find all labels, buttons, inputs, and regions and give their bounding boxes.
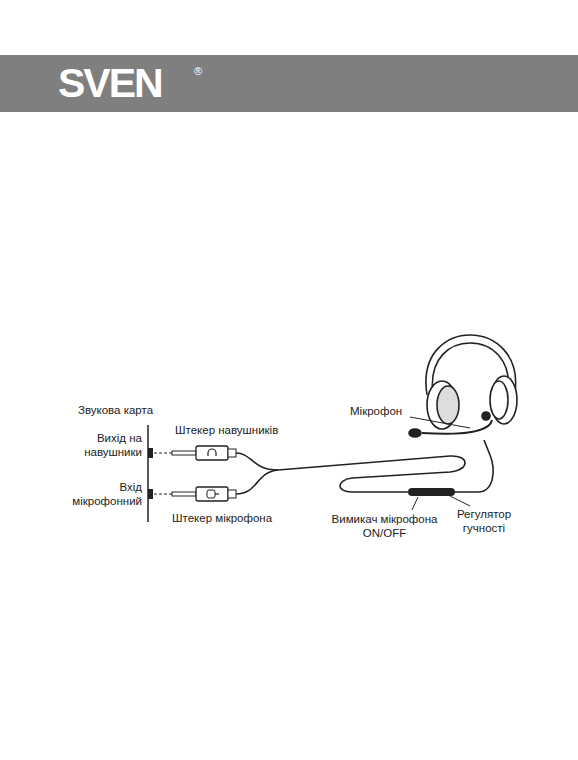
cable xyxy=(236,440,493,494)
plug-label: Штекер навушників xyxy=(175,423,278,437)
dash-line xyxy=(154,494,172,495)
port-label: Вхід мікрофонний xyxy=(62,480,142,508)
part-label: Регулятор гучності xyxy=(447,507,521,535)
leader-line xyxy=(410,417,470,510)
header-bar xyxy=(0,55,578,112)
headphone-port xyxy=(148,448,153,458)
plug-label: Штекер мікрофона xyxy=(172,511,272,525)
brand-logo: SVEN xyxy=(58,60,162,107)
dash-line xyxy=(154,453,172,454)
sound-card-label: Звукова карта xyxy=(78,403,153,417)
mic-plug xyxy=(172,487,236,501)
inline-control xyxy=(408,488,455,496)
headphone-plug xyxy=(172,446,236,460)
registered-mark: ® xyxy=(194,65,202,78)
sound-card-edge xyxy=(147,425,149,522)
part-label: Вимикач мікрофона ON/OFF xyxy=(322,512,447,540)
port-label: Вихід на навушники xyxy=(68,431,142,459)
mic-port xyxy=(148,489,153,499)
part-label: Мікрофон xyxy=(350,404,402,418)
headset xyxy=(409,335,517,437)
